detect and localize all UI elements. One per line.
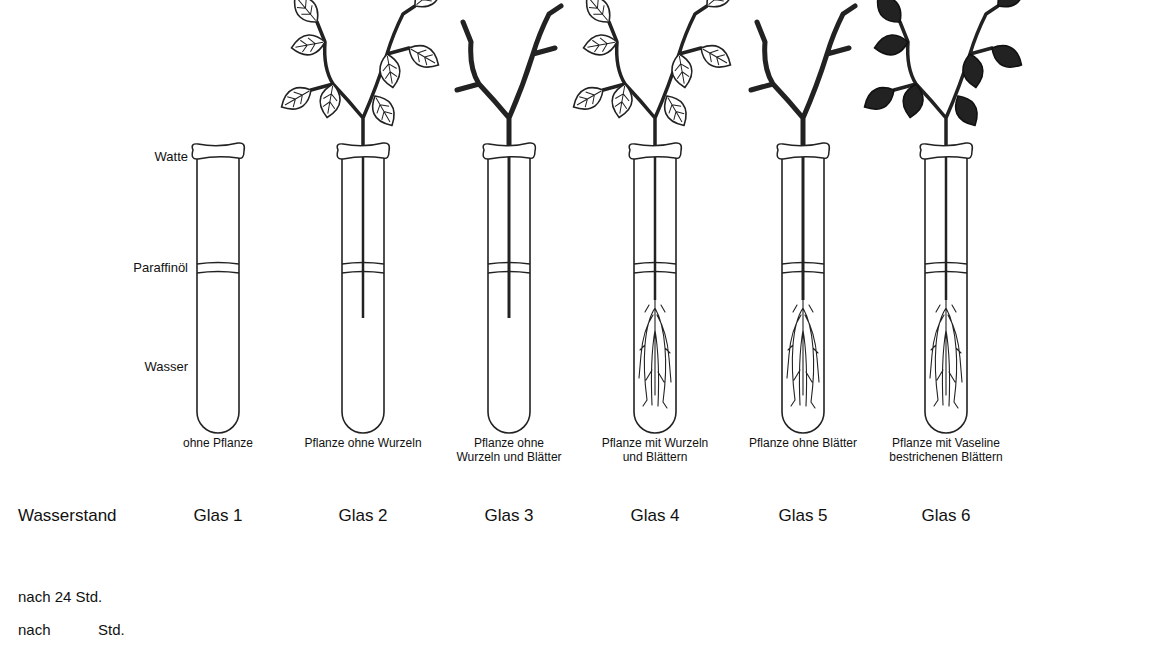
- glass-label: Glas 4: [605, 506, 705, 526]
- part-label: Wasser: [78, 360, 188, 375]
- time-row: Std.: [98, 621, 158, 638]
- part-label: Paraffinöl: [64, 261, 188, 276]
- glass-label: Glas 1: [168, 506, 268, 526]
- glass-label: Glas 3: [459, 506, 559, 526]
- row-heading: Wasserstand: [18, 506, 158, 526]
- glass-6: [860, 0, 1031, 433]
- glass-5: [751, 6, 855, 433]
- condition-caption: Pflanze ohne Wurzeln und Blätter: [454, 437, 564, 465]
- glass-label: Glas 6: [896, 506, 996, 526]
- time-row: nach: [18, 621, 78, 638]
- condition-caption: Pflanze ohne Wurzeln: [303, 437, 423, 451]
- glass-3: [457, 6, 561, 433]
- part-label: Watte: [78, 150, 188, 165]
- condition-caption: Pflanze mit Wurzeln und Blättern: [597, 437, 713, 465]
- glass-label: Glas 5: [753, 506, 853, 526]
- condition-caption: Pflanze ohne Blätter: [743, 437, 863, 451]
- condition-caption: Pflanze mit Vaseline bestrichenen Blätte…: [881, 437, 1011, 465]
- glass-4: [569, 0, 740, 433]
- time-row: nach 24 Std.: [18, 588, 178, 605]
- condition-caption: ohne Pflanze: [163, 437, 273, 451]
- glass-2: [277, 0, 448, 433]
- glass-1: [192, 143, 244, 433]
- glass-label: Glas 2: [313, 506, 413, 526]
